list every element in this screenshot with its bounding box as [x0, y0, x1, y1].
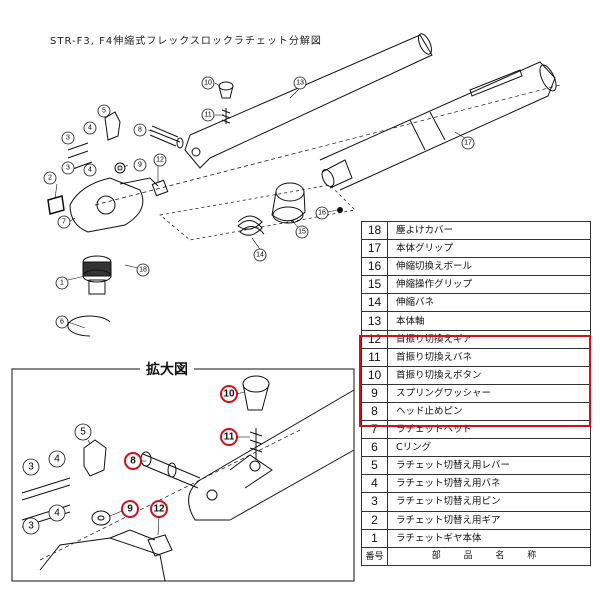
part-number: 18 — [361, 220, 388, 241]
label-2: 2 — [48, 175, 52, 182]
label-10: 10 — [204, 80, 212, 87]
zoom-box: 10 11 8 9 12 5 3 4 3 4 — [11, 368, 355, 582]
switch-gear-part — [47, 195, 65, 215]
part-number: 5 — [361, 456, 388, 476]
table-header-row: 番号部 品 名 称 — [361, 546, 591, 566]
header-number: 番号 — [361, 546, 388, 566]
part-name: 伸縮バネ — [387, 293, 591, 313]
zoom-label-10: 10 — [223, 389, 235, 400]
part-name: 本体軸 — [387, 311, 591, 331]
part-number: 2 — [361, 510, 388, 530]
label-7: 7 — [62, 219, 66, 226]
swivel-button-part — [218, 81, 234, 99]
part-name: 本体グリップ — [387, 239, 591, 259]
part-name: ラチェット切替え用ギア — [387, 510, 591, 530]
label-14: 14 — [256, 252, 264, 259]
part-number: 16 — [361, 257, 388, 277]
head-pin-part — [149, 125, 184, 149]
main-shaft-part — [184, 33, 433, 169]
part-name: ラチェット切替え用ピン — [387, 492, 591, 512]
zoom-label-5: 5 — [80, 427, 86, 438]
zoom-label-8: 8 — [130, 456, 136, 467]
telescopic-spring-part — [237, 215, 265, 236]
label-4a: 4 — [88, 125, 92, 132]
label-17: 17 — [464, 140, 472, 147]
label-8: 8 — [138, 127, 142, 134]
washer-part — [114, 162, 126, 174]
part-name: 伸縮操作グリップ — [387, 275, 591, 295]
zoom-label-3a: 3 — [28, 462, 34, 473]
zoom-label-3b: 3 — [28, 521, 34, 532]
part-number: 17 — [361, 239, 388, 259]
zoom-label-11: 11 — [224, 432, 235, 443]
zoom-label-4a: 4 — [54, 454, 60, 465]
page-title: STR-F3, F4伸縮式フレックスロックラチェット分解図 — [50, 36, 322, 47]
part-number: 10 — [361, 365, 388, 385]
part-number: 15 — [361, 275, 388, 295]
header-part-name: 部 品 名 称 — [387, 546, 591, 566]
label-4b: 4 — [88, 167, 92, 174]
swivel-gear-part — [151, 179, 169, 197]
label-15: 15 — [298, 229, 306, 236]
part-name: 伸縮切換えボール — [387, 257, 591, 277]
highlight-box — [359, 335, 591, 427]
dust-cover-part — [321, 159, 353, 213]
label-5: 5 — [102, 108, 106, 115]
part-name: ラチェット切替え用レバー — [387, 456, 591, 476]
lever-part — [104, 111, 121, 141]
part-number: 14 — [361, 293, 388, 313]
c-ring-part — [67, 315, 111, 337]
part-number: 1 — [361, 528, 388, 548]
label-18: 18 — [139, 267, 147, 274]
ratchet-head-part — [69, 177, 159, 233]
label-12: 12 — [156, 157, 164, 164]
part-name: ラチェットギヤ本体 — [387, 528, 591, 548]
telescopic-grip-part — [271, 182, 306, 224]
ratchet-body-part — [82, 255, 112, 295]
part-name: Cリング — [387, 438, 591, 458]
part-number: 13 — [361, 311, 388, 331]
label-16: 16 — [318, 210, 326, 217]
part-name: 塵よけカバー — [387, 220, 591, 241]
part-number: 4 — [361, 474, 388, 494]
label-13: 13 — [296, 80, 304, 87]
part-name: ラチェット切替え用バネ — [387, 474, 591, 494]
label-9: 9 — [138, 162, 142, 169]
label-6: 6 — [60, 319, 64, 326]
label-1: 1 — [60, 280, 64, 287]
label-11: 11 — [204, 112, 211, 119]
zoom-label-4b: 4 — [54, 508, 60, 519]
part-number: 11 — [361, 347, 388, 367]
part-number: 6 — [361, 438, 388, 458]
label-3b: 3 — [66, 165, 70, 172]
zoom-view-label: 拡大図 — [140, 359, 194, 379]
zoom-label-12: 12 — [153, 504, 165, 515]
label-3a: 3 — [66, 135, 70, 142]
part-number: 3 — [361, 492, 388, 512]
zoom-label-9: 9 — [127, 504, 133, 515]
swivel-spring-part — [221, 108, 231, 124]
grip-part — [319, 61, 557, 191]
